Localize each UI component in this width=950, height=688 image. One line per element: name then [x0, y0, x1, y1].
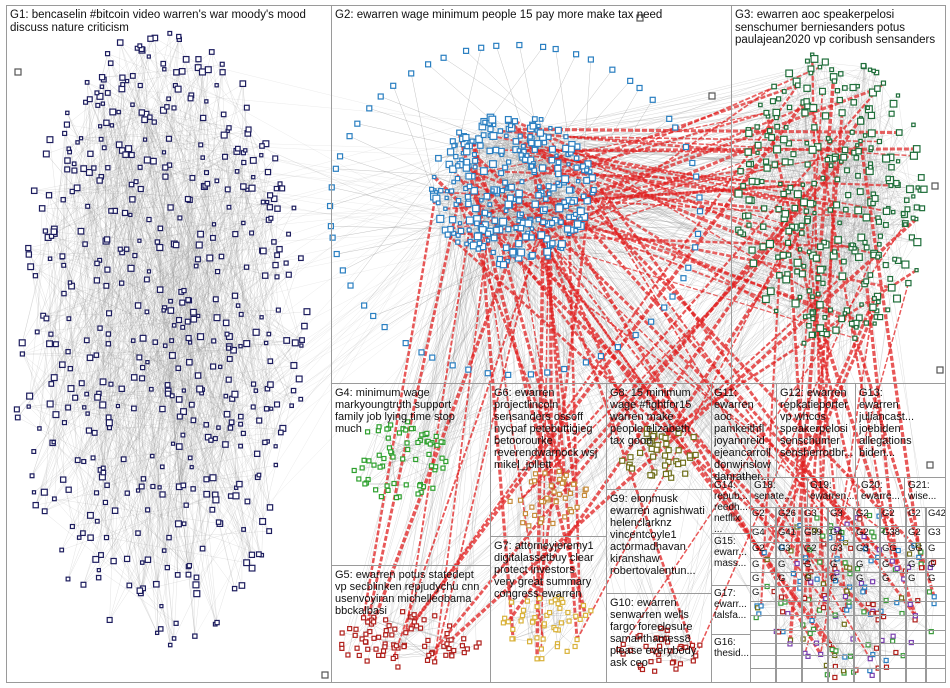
pane-g2 [331, 5, 732, 384]
small-group-pane [802, 601, 828, 616]
small-group-label: G39 [804, 528, 827, 538]
small-group-pane [854, 655, 880, 669]
small-group-pane [802, 586, 828, 602]
small-group-pane [750, 601, 776, 616]
small-group-label: G [830, 574, 853, 584]
small-group-pane [750, 655, 776, 669]
small-group-label: G [908, 574, 925, 584]
small-group-pane [926, 630, 946, 644]
small-group-label: G26 [778, 509, 801, 519]
small-group-pane [802, 615, 828, 631]
pane-g3 [731, 5, 946, 384]
small-group-label: G [752, 588, 775, 598]
small-group-label: G [856, 560, 879, 570]
small-group-label: G2 [752, 509, 775, 519]
small-group-label: G2 [882, 509, 905, 519]
small-group-pane [828, 586, 854, 602]
small-group-label: G [804, 560, 827, 570]
small-group-pane [776, 630, 802, 644]
small-group-pane [906, 630, 926, 644]
small-group-label: G [928, 574, 945, 584]
small-group-label: G [778, 560, 801, 570]
small-group-pane [854, 630, 880, 644]
small-group-label: GG [908, 544, 925, 554]
small-group-label: G [928, 560, 945, 570]
small-group-label: G2 [856, 509, 879, 519]
small-group-pane [880, 630, 906, 644]
small-group-label: G [882, 560, 905, 570]
small-group-label: G [928, 544, 945, 554]
small-group-pane [880, 586, 906, 602]
small-group-label: G [908, 560, 925, 570]
small-group-label: G2 [908, 528, 925, 538]
small-group-pane [828, 630, 854, 644]
small-group-label: G3 [928, 528, 945, 538]
small-group-label: G4 [752, 528, 775, 538]
small-group-label: G4 [830, 528, 853, 538]
small-group-pane [906, 615, 926, 631]
small-group-pane [854, 615, 880, 631]
small-group-pane [880, 615, 906, 631]
small-group-pane [880, 655, 906, 669]
small-group-pane [776, 615, 802, 631]
small-group-label: G [752, 574, 775, 584]
small-group-pane [750, 630, 776, 644]
small-group-label: GG [882, 544, 905, 554]
small-group-pane [854, 601, 880, 616]
small-group-label: G2 [804, 544, 827, 554]
small-group-pane [926, 601, 946, 616]
small-group-pane [750, 615, 776, 631]
small-group-pane [776, 601, 802, 616]
small-group-label: G3 [830, 509, 853, 519]
small-group-pane [776, 586, 802, 602]
small-group-label: G42 [928, 509, 945, 519]
small-group-pane [926, 586, 946, 602]
small-group-label: G2 [856, 528, 879, 538]
small-group-pane [906, 586, 926, 602]
small-group-pane [854, 586, 880, 602]
small-group-pane [802, 655, 828, 669]
small-group-pane [880, 601, 906, 616]
small-group-label: G [752, 560, 775, 570]
small-group-pane [828, 655, 854, 669]
small-group-label: G [882, 574, 905, 584]
small-group-label: G3 [804, 509, 827, 519]
small-group-label: G [830, 560, 853, 570]
small-group-pane [828, 615, 854, 631]
small-group-label: G [804, 574, 827, 584]
small-group-label: G38 [882, 528, 905, 538]
small-group-label: G41 [778, 528, 801, 538]
small-group-pane [828, 601, 854, 616]
small-group-label: G2 [908, 509, 925, 519]
small-group-pane [926, 615, 946, 631]
small-group-label: G3 [856, 544, 879, 554]
small-group-label: G3 [778, 544, 801, 554]
pane-g1 [6, 5, 332, 683]
small-group-label: G [856, 574, 879, 584]
small-group-pane [802, 630, 828, 644]
small-group-label: G [778, 574, 801, 584]
small-group-pane [776, 655, 802, 669]
small-group-label: G2 [752, 544, 775, 554]
small-group-pane [906, 601, 926, 616]
small-group-label: G3 [830, 544, 853, 554]
